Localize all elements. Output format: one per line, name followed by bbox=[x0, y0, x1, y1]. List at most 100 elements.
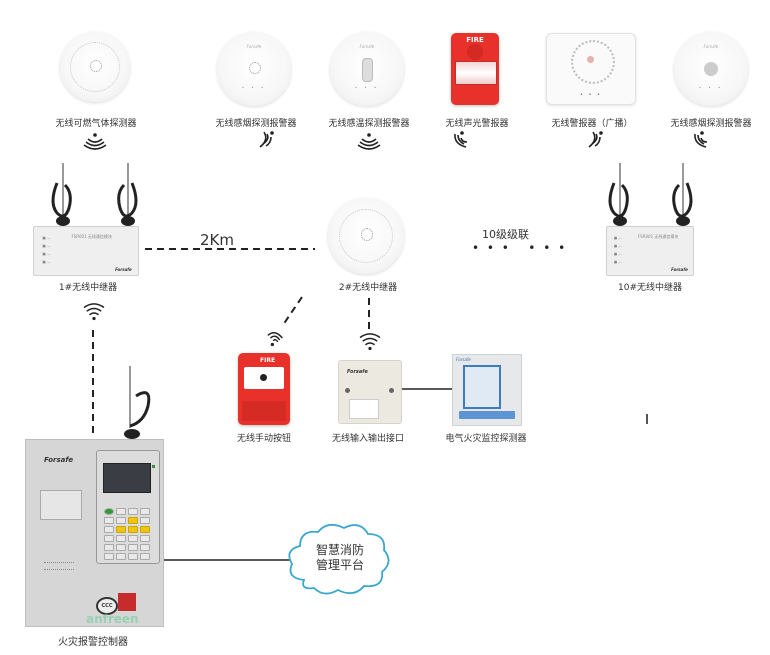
keypad bbox=[103, 507, 153, 561]
wifi-icon bbox=[259, 131, 274, 148]
small-mark bbox=[646, 414, 648, 424]
led-dots: • • • bbox=[354, 85, 380, 91]
key[interactable] bbox=[116, 508, 126, 515]
controller-label: 火灾报警控制器 bbox=[58, 637, 128, 648]
broadcast-alarm: • • • bbox=[546, 33, 636, 105]
key[interactable] bbox=[140, 517, 150, 524]
gas-detector-label: 无线可燃气体探测器 bbox=[55, 119, 137, 129]
wifi-icon bbox=[83, 133, 107, 150]
thermal-sensor bbox=[362, 58, 373, 82]
strobe-alarm: FIRE bbox=[451, 33, 499, 105]
key[interactable] bbox=[128, 553, 138, 560]
cascade-label: 10级级联 bbox=[482, 228, 529, 241]
watermark: anfreen bbox=[86, 612, 139, 626]
key[interactable] bbox=[116, 535, 126, 542]
brand-text: Forsafe bbox=[703, 43, 719, 49]
printer-slot bbox=[40, 490, 82, 520]
broadcast-alarm-label: 无线警报器（广播） bbox=[551, 119, 633, 129]
cloud-line-1: 智慧消防 bbox=[315, 543, 364, 557]
led-indicator bbox=[152, 465, 155, 468]
heat-detector: Forsafe • • • bbox=[330, 32, 404, 106]
cloud-line-2: 管理平台 bbox=[315, 558, 364, 572]
repeater-2 bbox=[328, 198, 404, 274]
key[interactable] bbox=[128, 517, 138, 524]
cloud-platform-label: 智慧消防 管理平台 bbox=[310, 543, 370, 573]
key-row bbox=[459, 411, 515, 419]
brand-text: Forsafe bbox=[671, 267, 688, 273]
repeater-title: FSR001 无线通信模块 bbox=[71, 233, 112, 239]
key[interactable] bbox=[104, 535, 114, 542]
fire-alarm-controller: Forsafe CCC anfreen bbox=[25, 439, 164, 627]
dotted-ring bbox=[338, 208, 394, 264]
button-window bbox=[244, 367, 284, 389]
key[interactable] bbox=[128, 544, 138, 551]
key[interactable] bbox=[116, 544, 126, 551]
cascade-dots: • • • • • • bbox=[472, 241, 568, 255]
cloud-icon bbox=[288, 523, 390, 595]
green-key[interactable] bbox=[104, 508, 114, 515]
ccc-logo: CCC bbox=[96, 597, 118, 615]
heat-detector-label: 无线感温探测报警器 bbox=[328, 119, 410, 129]
key[interactable] bbox=[140, 508, 150, 515]
key[interactable] bbox=[116, 553, 126, 560]
fire-text: FIRE bbox=[466, 36, 484, 44]
brand-text: Forsafe bbox=[115, 267, 132, 273]
key[interactable] bbox=[128, 508, 138, 515]
io-interface: Forsafe bbox=[338, 360, 402, 424]
key[interactable] bbox=[104, 544, 114, 551]
key[interactable] bbox=[140, 544, 150, 551]
speaker-vents bbox=[44, 562, 74, 570]
distance-label: 2Km bbox=[200, 231, 234, 249]
screw-left bbox=[345, 388, 350, 393]
smoke-detector-1: Forsafe • • • bbox=[217, 32, 291, 106]
antenna-icon bbox=[672, 163, 693, 226]
electrical-fire-monitor-label: 电气火灾监控探测器 bbox=[445, 434, 527, 444]
brand-text: Forsafe bbox=[246, 43, 262, 49]
key[interactable] bbox=[128, 526, 138, 533]
strobe-lens bbox=[455, 61, 497, 85]
dotted-ring bbox=[69, 41, 121, 93]
control-module bbox=[96, 450, 160, 564]
gas-detector bbox=[60, 32, 130, 102]
smoke-detector-2: Forsafe • • • bbox=[674, 32, 748, 106]
wifi-icon bbox=[694, 131, 708, 148]
sensor-dots bbox=[360, 228, 374, 242]
io-interface-label: 无线输入输出接口 bbox=[331, 434, 405, 444]
brand-text: Forsafe bbox=[44, 456, 74, 464]
key[interactable] bbox=[104, 517, 114, 524]
antenna-icon bbox=[124, 366, 151, 439]
key[interactable] bbox=[140, 535, 150, 542]
wifi-icon bbox=[454, 131, 468, 148]
repeater-10-box: FSR001 无线通信模块 ■ —■ —■ —■ — Forsafe bbox=[606, 226, 694, 276]
lcd-screen bbox=[103, 463, 151, 493]
repeater-1-label: 1#无线中继器 bbox=[58, 283, 118, 293]
key[interactable] bbox=[128, 535, 138, 542]
key[interactable] bbox=[116, 526, 126, 533]
key[interactable] bbox=[104, 526, 114, 533]
press-button bbox=[260, 374, 267, 381]
logo-mark bbox=[587, 56, 594, 63]
brand-text: Forsafe bbox=[359, 43, 375, 49]
manual-call-point-label: 无线手动按钮 bbox=[236, 434, 292, 444]
repeater-2-label: 2#无线中继器 bbox=[338, 283, 398, 293]
lcd-screen bbox=[463, 365, 501, 409]
brand-text: Forsafe bbox=[347, 369, 368, 375]
wifi-icon bbox=[83, 303, 105, 321]
electrical-fire-monitor: Forsafe bbox=[452, 354, 522, 426]
antenna-icon bbox=[117, 163, 138, 226]
center-button bbox=[704, 62, 718, 76]
antenna-icon bbox=[51, 163, 72, 226]
key[interactable] bbox=[104, 553, 114, 560]
antenna-icon bbox=[608, 163, 629, 226]
repeater-1-box: FSR001 无线通信模块 ■ —■ —■ —■ — Forsafe bbox=[33, 226, 139, 276]
fire-text: FIRE bbox=[260, 357, 276, 364]
led-dots: • • • bbox=[579, 92, 603, 98]
repeater-title: FSR001 无线通信模块 bbox=[637, 233, 679, 239]
key[interactable] bbox=[140, 553, 150, 560]
led-dots: • • • bbox=[241, 85, 267, 91]
key[interactable] bbox=[116, 517, 126, 524]
wifi-icon bbox=[357, 133, 381, 150]
key[interactable] bbox=[140, 526, 150, 533]
brand-text: Forsafe bbox=[456, 357, 471, 362]
